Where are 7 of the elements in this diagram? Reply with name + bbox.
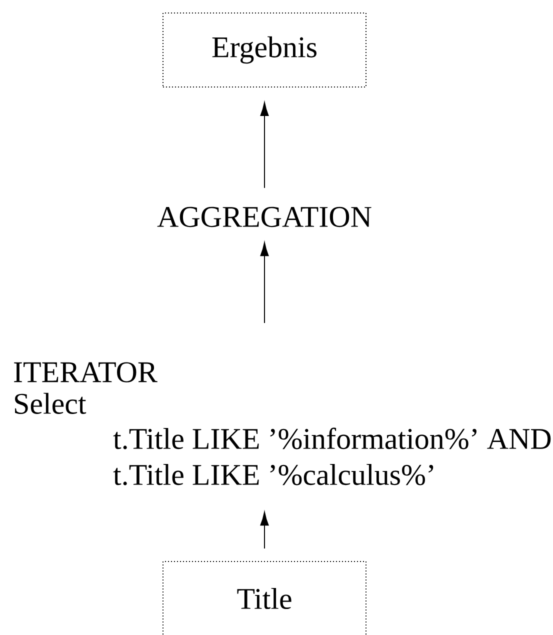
arrow (260, 242, 269, 324)
operator-text: ITERATOR Select t.Title LIKE ’%information%’ AND t.Title LIKE ’%calculus%’ (14, 362, 551, 486)
dotted-box: Title (162, 561, 366, 635)
arrow (260, 102, 269, 188)
operator-label: AGGREGATION (157, 206, 372, 228)
dotted-box: Ergebnis (162, 12, 366, 88)
arrow (260, 512, 269, 549)
